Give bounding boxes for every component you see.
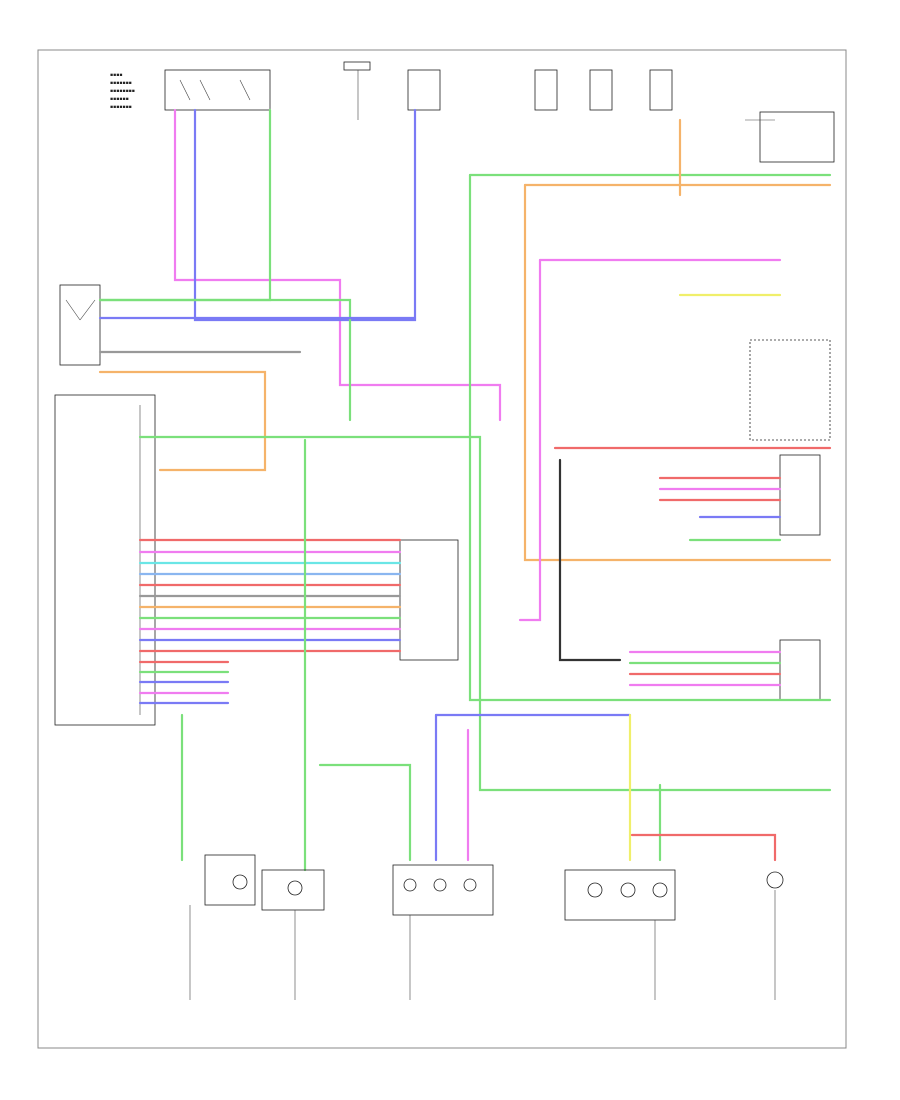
svg-text:▪▪▪▪▪▪▪: ▪▪▪▪▪▪▪	[110, 81, 132, 86]
svg-text:▪▪▪▪: ▪▪▪▪	[110, 73, 122, 78]
bottom-components	[204, 854, 784, 921]
left-relay	[59, 284, 101, 366]
svg-text:▪▪▪▪▪▪▪: ▪▪▪▪▪▪▪	[110, 105, 132, 110]
ground-symbols	[189, 890, 776, 1000]
diagram-frame	[37, 49, 847, 1049]
svg-text:▪▪▪▪▪▪: ▪▪▪▪▪▪	[110, 97, 129, 102]
fuse-column-center	[343, 61, 673, 120]
center-connector	[399, 539, 459, 661]
wires	[98, 108, 832, 872]
top-switch-block: ▪▪▪▪ ▪▪▪▪▪▪▪ ▪▪▪▪▪▪▪▪ ▪▪▪▪▪▪ ▪▪▪▪▪▪▪	[110, 69, 271, 111]
module-block	[54, 394, 156, 726]
relay-top-right	[745, 111, 835, 163]
trailer-module-box	[749, 339, 831, 701]
svg-text:▪▪▪▪▪▪▪▪: ▪▪▪▪▪▪▪▪	[110, 89, 135, 94]
